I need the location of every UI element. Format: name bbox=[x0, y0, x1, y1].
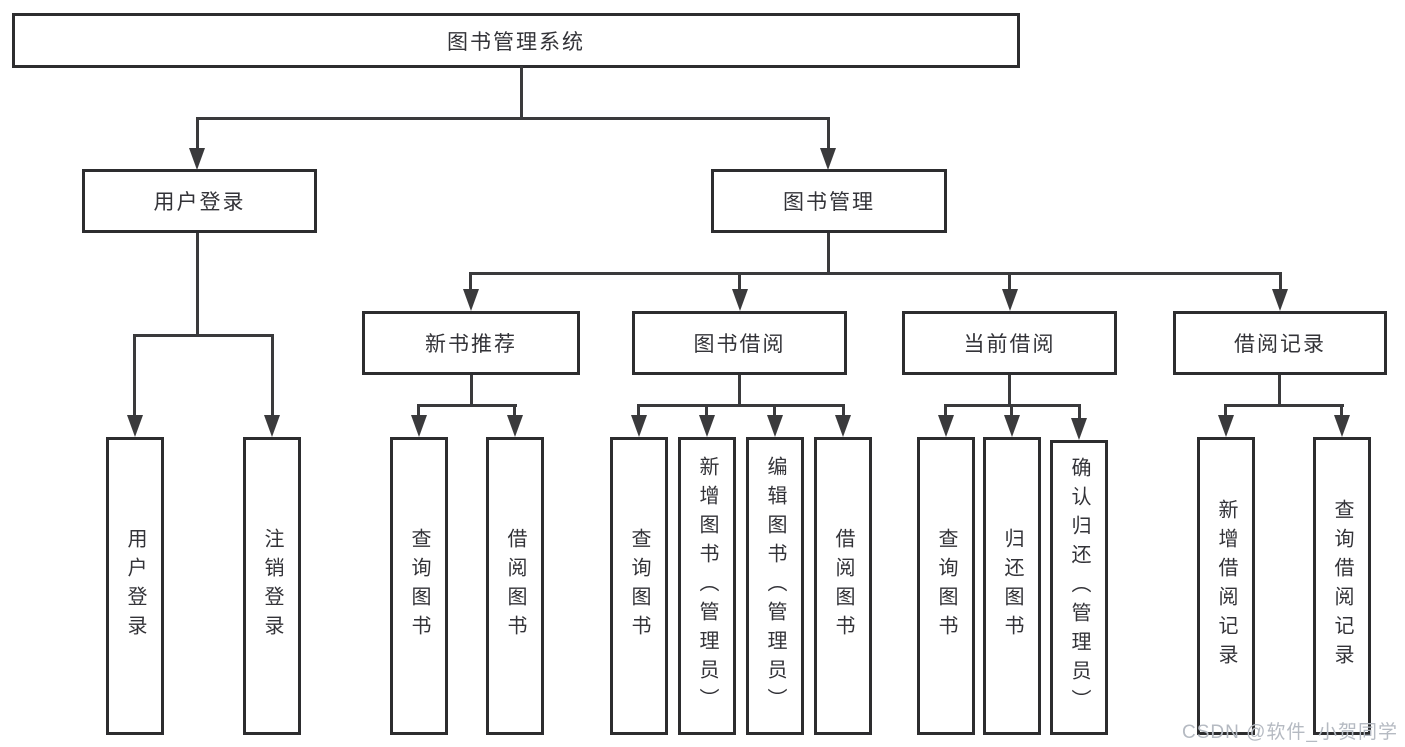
arrowhead bbox=[463, 289, 479, 311]
node-label: 用户登录 bbox=[153, 191, 246, 214]
connector-line bbox=[637, 404, 640, 417]
arrowhead bbox=[1071, 418, 1087, 440]
leaf-borrow-books-1: 借阅图书 bbox=[486, 437, 544, 735]
connector-line bbox=[1010, 404, 1013, 417]
leaf-label: 查询图书 bbox=[408, 528, 430, 644]
connector-line bbox=[842, 404, 845, 417]
connector-line bbox=[1008, 272, 1011, 292]
arrowhead bbox=[411, 415, 427, 437]
node-book-borrow: 图书借阅 bbox=[632, 311, 847, 375]
leaf-label: 查询图书 bbox=[935, 528, 957, 644]
arrowhead bbox=[1218, 415, 1234, 437]
leaf-label: 编辑图书（管理员） bbox=[764, 455, 786, 717]
leaf-label: 归还图书 bbox=[1001, 528, 1023, 644]
leaf-borrow-books-2: 借阅图书 bbox=[814, 437, 872, 735]
leaf-query-borrow-record: 查询借阅记录 bbox=[1313, 437, 1371, 735]
connector-line bbox=[1278, 375, 1281, 407]
connector-line bbox=[133, 334, 274, 337]
leaf-query-books-1: 查询图书 bbox=[390, 437, 448, 735]
connector-line bbox=[470, 375, 473, 407]
leaf-label: 借阅图书 bbox=[832, 528, 854, 644]
arrowhead bbox=[127, 415, 143, 437]
node-user-login: 用户登录 bbox=[82, 169, 317, 233]
connector-line bbox=[417, 404, 420, 417]
leaf-label: 查询图书 bbox=[628, 528, 650, 644]
connector-line bbox=[827, 117, 830, 150]
leaf-query-books-3: 查询图书 bbox=[917, 437, 975, 735]
connector-line bbox=[705, 404, 708, 417]
arrowhead bbox=[767, 415, 783, 437]
node-label: 当前借阅 bbox=[963, 333, 1056, 356]
arrowhead bbox=[938, 415, 954, 437]
arrowhead bbox=[732, 289, 748, 311]
leaf-label: 新增图书（管理员） bbox=[696, 455, 718, 717]
connector-line bbox=[1224, 404, 1344, 407]
node-label: 借阅记录 bbox=[1234, 333, 1326, 356]
connector-line bbox=[271, 334, 274, 417]
leaf-label: 注销登录 bbox=[261, 528, 283, 644]
leaf-add-books-admin: 新增图书（管理员） bbox=[678, 437, 736, 735]
leaf-return-books: 归还图书 bbox=[983, 437, 1041, 735]
arrowhead bbox=[1002, 289, 1018, 311]
leaf-add-borrow-record: 新增借阅记录 bbox=[1197, 437, 1255, 735]
connector-line bbox=[469, 272, 472, 292]
connector-line bbox=[738, 375, 741, 407]
arrowhead bbox=[820, 148, 836, 170]
leaf-query-books-2: 查询图书 bbox=[610, 437, 668, 735]
leaf-label: 新增借阅记录 bbox=[1215, 499, 1237, 673]
watermark: CSDN @软件_小贺同学 bbox=[1182, 722, 1398, 743]
node-label: 图书借阅 bbox=[693, 333, 786, 356]
connector-line bbox=[827, 233, 830, 275]
leaf-confirm-return-admin: 确认归还（管理员） bbox=[1050, 440, 1108, 735]
connector-line bbox=[637, 404, 845, 407]
connector-line bbox=[196, 233, 199, 337]
leaf-label: 确认归还（管理员） bbox=[1068, 457, 1090, 718]
connector-line bbox=[469, 272, 1282, 275]
arrowhead bbox=[631, 415, 647, 437]
leaf-user-login: 用户登录 bbox=[106, 437, 164, 735]
connector-line bbox=[1340, 404, 1343, 417]
node-root: 图书管理系统 bbox=[12, 13, 1020, 68]
arrowhead bbox=[699, 415, 715, 437]
arrowhead bbox=[1272, 289, 1288, 311]
node-current-borrow: 当前借阅 bbox=[902, 311, 1117, 375]
connector-line bbox=[1224, 404, 1227, 417]
connector-line bbox=[196, 117, 830, 120]
node-book-management: 图书管理 bbox=[711, 169, 947, 233]
connector-line bbox=[1078, 404, 1081, 420]
arrowhead bbox=[189, 148, 205, 170]
connector-line bbox=[1279, 272, 1282, 292]
node-root-label: 图书管理系统 bbox=[447, 30, 585, 54]
leaf-logout: 注销登录 bbox=[243, 437, 301, 735]
arrowhead bbox=[507, 415, 523, 437]
connector-line bbox=[1008, 375, 1011, 407]
node-new-book-recommend: 新书推荐 bbox=[362, 311, 580, 375]
arrowhead bbox=[835, 415, 851, 437]
leaf-label: 借阅图书 bbox=[504, 528, 526, 644]
arrowhead bbox=[1334, 415, 1350, 437]
connector-line bbox=[773, 404, 776, 417]
arrowhead bbox=[1004, 415, 1020, 437]
connector-line bbox=[417, 404, 517, 407]
leaf-label: 查询借阅记录 bbox=[1331, 499, 1353, 673]
node-borrow-records: 借阅记录 bbox=[1173, 311, 1387, 375]
connector-line bbox=[513, 404, 516, 417]
arrowhead bbox=[264, 415, 280, 437]
connector-line bbox=[520, 66, 523, 119]
connector-line bbox=[738, 272, 741, 292]
node-label: 图书管理 bbox=[783, 191, 875, 214]
connector-line bbox=[133, 334, 136, 417]
node-label: 新书推荐 bbox=[425, 333, 517, 356]
leaf-label: 用户登录 bbox=[124, 528, 146, 644]
leaf-edit-books-admin: 编辑图书（管理员） bbox=[746, 437, 804, 735]
connector-line bbox=[944, 404, 947, 417]
connector-line bbox=[196, 117, 199, 150]
